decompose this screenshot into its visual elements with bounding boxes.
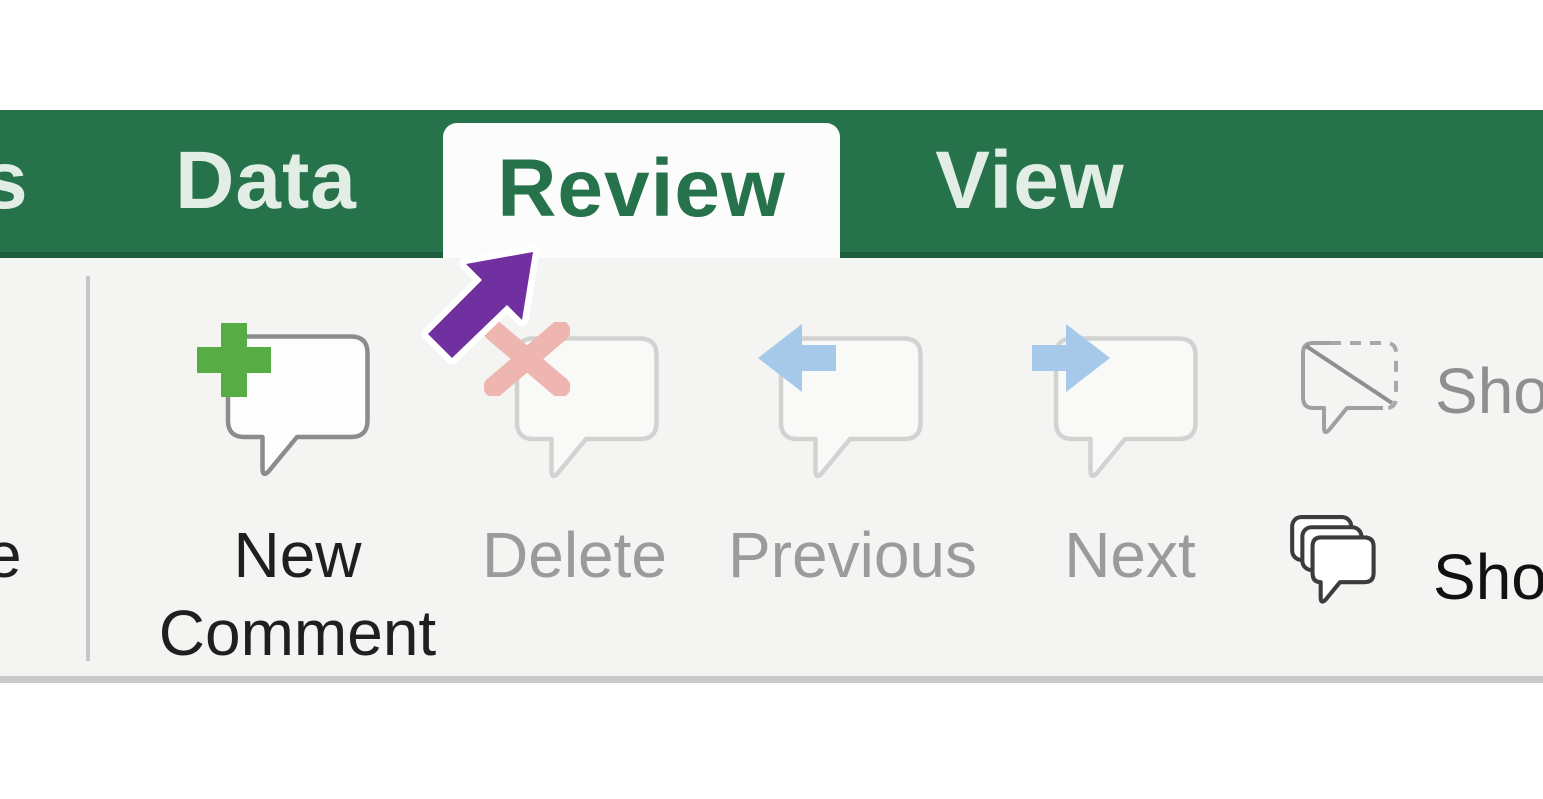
tab-review[interactable]: Review — [443, 123, 840, 258]
show-comments-label: Sho — [1433, 541, 1543, 613]
new-comment-button[interactable]: New Comment — [120, 258, 475, 676]
partial-label-previous-group: e — [0, 519, 22, 591]
show-hide-comment-label: Sho — [1435, 355, 1543, 427]
delete-comment-button[interactable]: Delete — [442, 258, 707, 676]
show-hide-comment-icon — [1301, 341, 1398, 435]
previous-comment-label: Previous — [728, 519, 977, 591]
arrow-right-icon — [1032, 324, 1110, 392]
delete-comment-label: Delete — [482, 519, 667, 591]
ribbon-comments-group: e New Comment Delete — [0, 258, 1543, 683]
tab-view[interactable]: View — [935, 135, 1125, 226]
previous-comment-button[interactable]: Previous — [710, 258, 995, 676]
tab-data[interactable]: Data — [175, 135, 357, 226]
partial-tab-formulas[interactable]: s — [0, 135, 28, 226]
delete-x-icon — [484, 322, 570, 396]
arrow-left-icon — [758, 324, 836, 392]
group-divider — [86, 276, 90, 661]
new-comment-label: New Comment — [158, 519, 437, 669]
show-comments-icon — [1290, 515, 1376, 604]
next-comment-label: Next — [1064, 519, 1196, 591]
show-comments-button[interactable]: Sho — [1288, 513, 1543, 633]
show-hide-comment-button[interactable]: Sho — [1300, 338, 1543, 448]
ribbon-tab-bar: s Data Review View — [0, 110, 1543, 258]
next-comment-button[interactable]: Next — [985, 258, 1275, 676]
plus-icon — [197, 323, 271, 397]
